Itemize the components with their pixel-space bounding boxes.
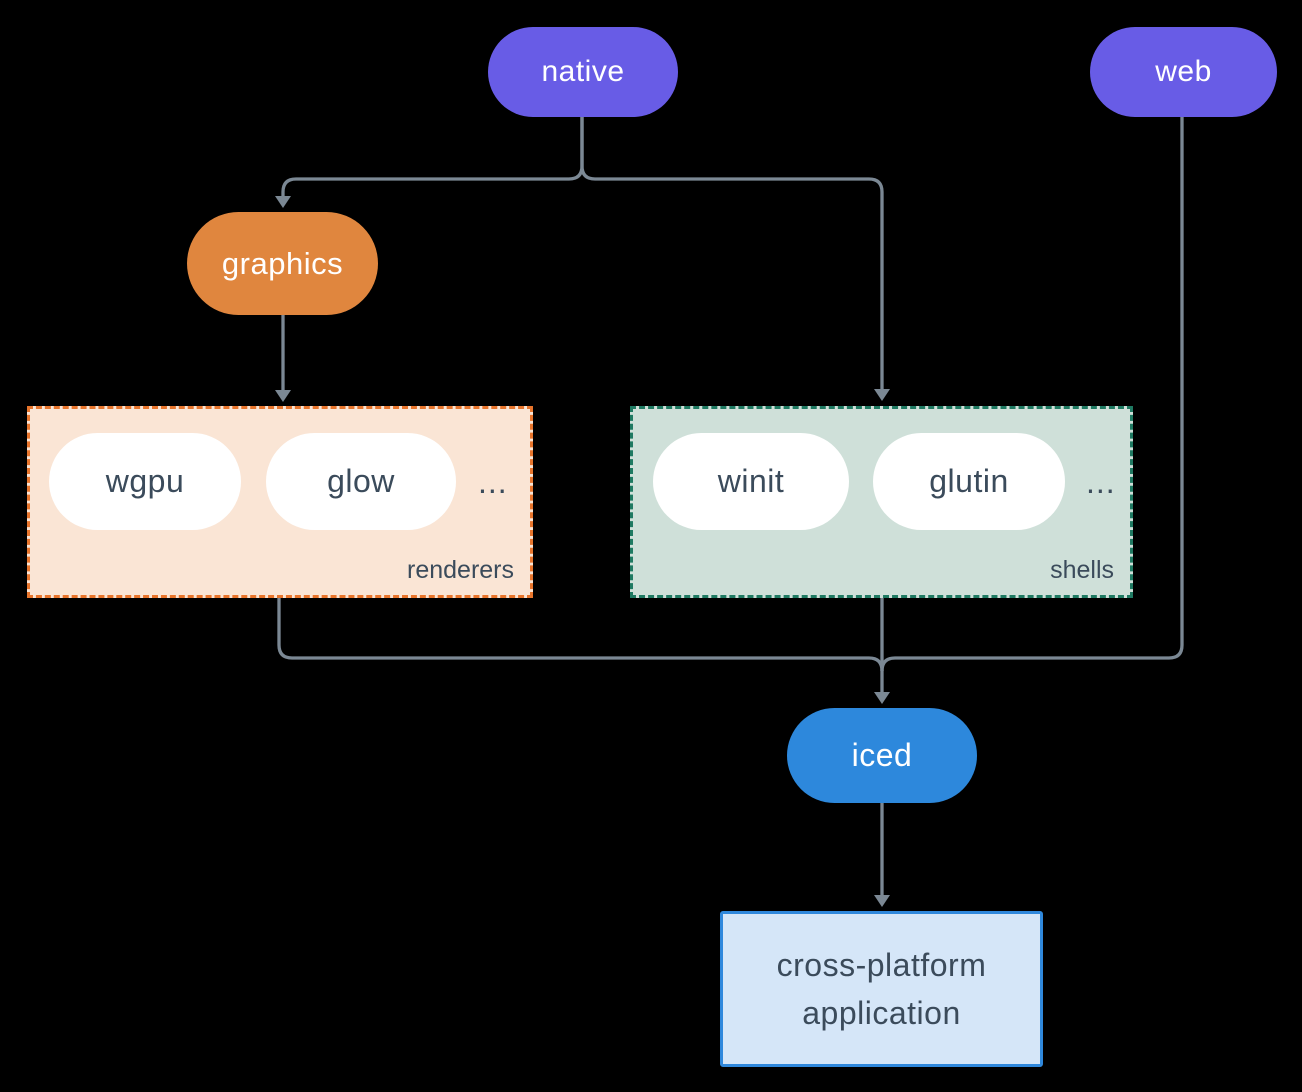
node-glutin-label: glutin [929,463,1009,499]
node-application: cross-platform application [720,911,1043,1067]
shells-ellipsis: ... [1086,464,1116,500]
group-shells-label: shells [1050,556,1114,584]
node-glow: glow [266,433,456,530]
edge-native-to-graphics [281,117,584,197]
node-wgpu-label: wgpu [105,463,185,499]
node-web: web [1090,27,1277,117]
group-shells: winit glutin ... shells [630,406,1133,598]
node-glow-label: glow [327,463,395,499]
edge-renderers-to-merge [277,597,884,672]
node-native: native [488,27,678,117]
node-application-line1: cross-platform [776,947,987,983]
node-iced: iced [787,708,977,803]
arrowhead-into-iced [874,692,890,704]
edge-native-to-shells [580,117,884,390]
node-winit: winit [653,433,849,530]
node-winit-label: winit [717,463,785,499]
node-glutin: glutin [873,433,1065,530]
node-graphics-label: graphics [221,245,344,281]
node-native-label: native [541,55,625,88]
group-renderers: wgpu glow ... renderers [27,406,533,598]
arrowhead-into-application [874,895,890,907]
group-renderers-label: renderers [407,556,514,584]
renderers-ellipsis: ... [478,464,508,500]
arrowhead-into-graphics [275,196,291,208]
node-iced-label: iced [851,737,913,773]
arrowhead-into-shells [874,389,890,401]
arrowhead-into-renderers [275,390,291,402]
node-application-line2: application [802,995,961,1031]
node-graphics: graphics [187,212,378,315]
node-web-label: web [1155,55,1212,88]
node-wgpu: wgpu [49,433,241,530]
